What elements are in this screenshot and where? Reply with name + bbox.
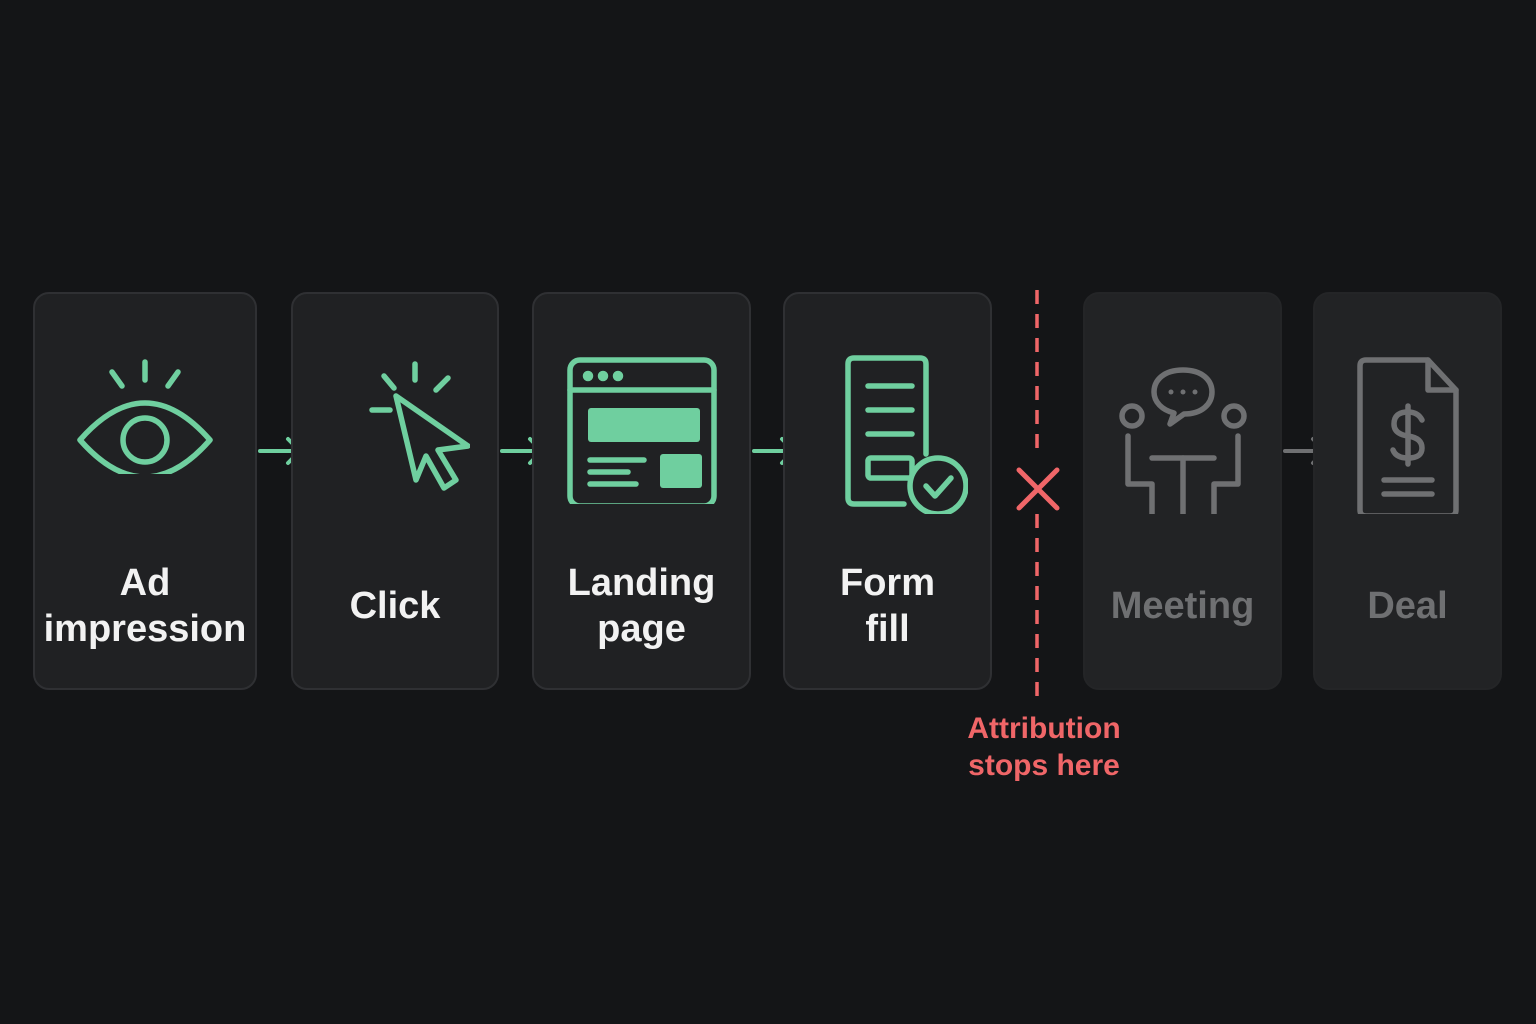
browser-window-icon <box>534 344 749 514</box>
step-label: Meeting <box>1085 556 1280 656</box>
attribution-stop-line2: stops here <box>968 749 1120 782</box>
step-label-line2: page <box>597 608 686 650</box>
step-label: Form fill <box>785 556 990 656</box>
cursor-click-icon <box>293 344 497 514</box>
meeting-table-icon <box>1085 344 1280 514</box>
step-label: Deal <box>1315 556 1500 656</box>
step-label-line1: Landing <box>567 562 716 604</box>
step-label-line2: fill <box>865 608 910 650</box>
invoice-dollar-icon <box>1315 344 1500 514</box>
form-check-icon <box>785 344 990 514</box>
attribution-stop-line1: Attribution <box>967 712 1121 745</box>
x-mark-icon <box>1016 467 1060 511</box>
step-card-ad-impression: Ad impression <box>33 292 257 690</box>
step-label: Click <box>293 556 497 656</box>
step-card-form-fill: Form fill <box>783 292 992 690</box>
step-label-line1: Meeting <box>1110 585 1255 627</box>
attribution-stop-label: Attribution stops here <box>944 710 1144 784</box>
step-label: Ad impression <box>35 556 255 656</box>
step-label-line1: Ad <box>119 562 171 604</box>
eye-icon <box>35 344 255 514</box>
step-card-click: Click <box>291 292 499 690</box>
step-label-line2: impression <box>43 608 247 650</box>
step-label-line1: Form <box>840 562 935 604</box>
step-label-line1: Deal <box>1367 585 1448 627</box>
step-card-meeting: Meeting <box>1083 292 1282 690</box>
step-label: Landing page <box>534 556 749 656</box>
step-label-line1: Click <box>349 585 441 627</box>
step-card-deal: Deal <box>1313 292 1502 690</box>
step-card-landing-page: Landing page <box>532 292 751 690</box>
attribution-cutoff-line <box>1035 290 1039 702</box>
